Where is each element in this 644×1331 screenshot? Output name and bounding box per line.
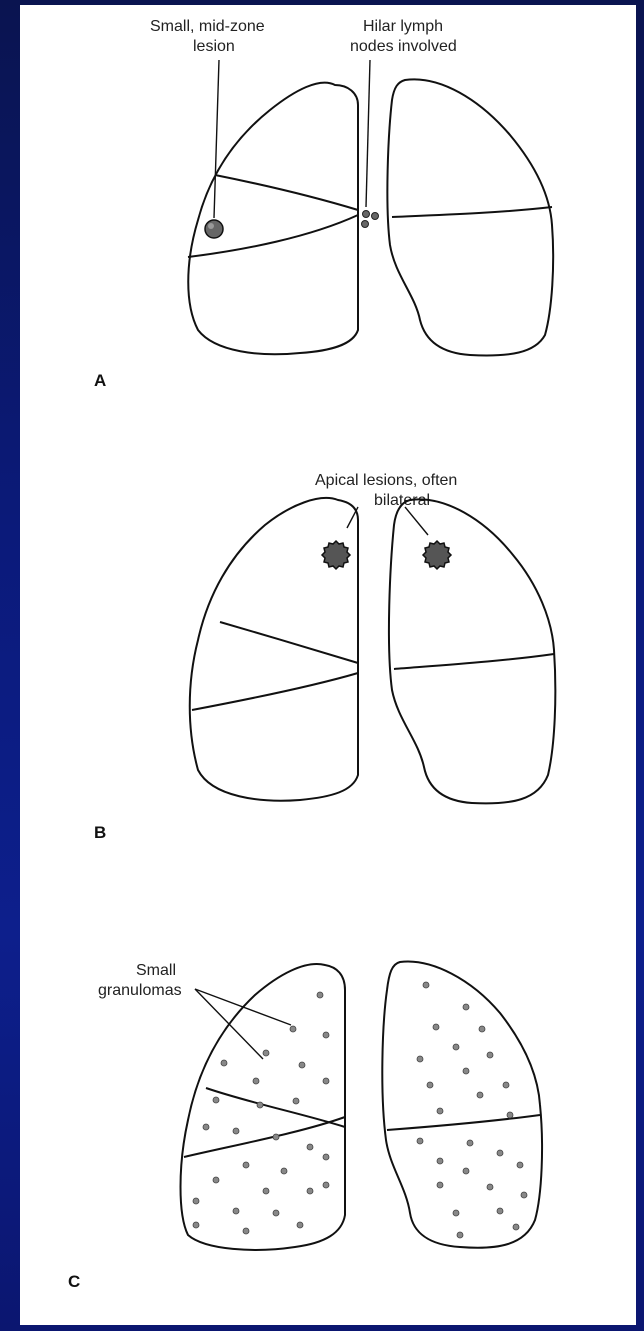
granuloma-dot-icon (433, 1024, 439, 1030)
panel-c-left-fissure-lower (184, 1117, 345, 1157)
granuloma-dot-icon (307, 1188, 313, 1194)
granuloma-dot-icon (427, 1082, 433, 1088)
granuloma-dot-icon (423, 982, 429, 988)
granuloma-dot-icon (457, 1232, 463, 1238)
granuloma-dot-icon (437, 1108, 443, 1114)
granuloma-dot-icon (487, 1184, 493, 1190)
panel-a-lungs (20, 5, 636, 405)
granuloma-dot-icon (213, 1097, 219, 1103)
panel-a-hilar-pointer (366, 60, 370, 207)
granuloma-dot-icon (507, 1112, 513, 1118)
panel-a-left-lung (188, 83, 358, 355)
granuloma-dot-icon (521, 1192, 527, 1198)
panel-c-pointer-lower (195, 989, 263, 1059)
granuloma-dot-icon (263, 1050, 269, 1056)
granuloma-dot-icon (467, 1140, 473, 1146)
granuloma-dot-icon (453, 1044, 459, 1050)
granuloma-dot-icon (463, 1068, 469, 1074)
granuloma-dot-icon (463, 1168, 469, 1174)
granuloma-dot-icon (243, 1162, 249, 1168)
panel-a-lesion-pointer (214, 60, 219, 218)
granuloma-dot-icon (317, 992, 323, 998)
granuloma-dot-icon (453, 1210, 459, 1216)
apical-lesion-icon (423, 541, 451, 569)
granuloma-dot-icon (479, 1026, 485, 1032)
panel-a-right-lung (387, 79, 553, 355)
granuloma-dot-icon (253, 1078, 259, 1084)
granuloma-dot-icon (297, 1222, 303, 1228)
granuloma-dot-icon (513, 1224, 519, 1230)
apical-lesion-icon (322, 541, 350, 569)
granuloma-dot-icon (281, 1168, 287, 1174)
granuloma-dot-icon (273, 1134, 279, 1140)
panel-c-right-lung (382, 962, 542, 1248)
granuloma-dot-icon (477, 1092, 483, 1098)
panel-a-left-fissure-upper (215, 175, 358, 210)
panel-b-letter: B (94, 823, 106, 843)
panel-c-lungs (20, 895, 636, 1315)
granuloma-dot-icon (293, 1098, 299, 1104)
granuloma-dot-icon (193, 982, 527, 1238)
granuloma-dot-icon (323, 1078, 329, 1084)
panel-b-right-fissure (394, 654, 554, 669)
granuloma-dot-icon (263, 1188, 269, 1194)
granuloma-dot-icon (233, 1128, 239, 1134)
panel-b-pointer-left (347, 507, 358, 528)
granuloma-dot-icon (437, 1158, 443, 1164)
granuloma-dot-icon (323, 1182, 329, 1188)
panel-b-pointer-right (405, 507, 428, 535)
granuloma-dot-icon (299, 1062, 305, 1068)
granuloma-dot-icon (497, 1150, 503, 1156)
granuloma-dot-icon (437, 1182, 443, 1188)
granuloma-dot-icon (417, 1138, 423, 1144)
panel-c-left-fissure-upper (206, 1088, 345, 1127)
panel-b-lungs (20, 425, 636, 845)
granuloma-dot-icon (193, 1222, 199, 1228)
granuloma-dot-icon (307, 1144, 313, 1150)
panel-b-left-fissure-lower (192, 673, 358, 710)
panel-c-letter: C (68, 1272, 80, 1292)
granuloma-dot-icon (193, 1198, 199, 1204)
panel-c-right-fissure (387, 1115, 540, 1130)
granuloma-dot-icon (203, 1124, 209, 1130)
granuloma-dot-icon (221, 1060, 227, 1066)
panel-a-letter: A (94, 371, 106, 391)
granuloma-dot-icon (243, 1228, 249, 1234)
granuloma-dot-icon (257, 1102, 263, 1108)
granuloma-dot-icon (497, 1208, 503, 1214)
granuloma-dot-icon (487, 1052, 493, 1058)
diagram-sheet: Small, mid-zone lesion Hilar lymph nodes… (20, 5, 636, 1325)
granuloma-dot-icon (273, 1210, 279, 1216)
panel-a-right-fissure (392, 207, 552, 217)
granuloma-dot-icon (290, 1026, 296, 1032)
granuloma-dot-icon (323, 1154, 329, 1160)
panel-c-pointer-upper (195, 989, 291, 1025)
granuloma-dot-icon (517, 1162, 523, 1168)
lesion-dot-icon (205, 220, 223, 238)
granuloma-dot-icon (323, 1032, 329, 1038)
granuloma-dot-icon (233, 1208, 239, 1214)
panel-b-right-lung (389, 499, 555, 803)
granuloma-dot-icon (213, 1177, 219, 1183)
granuloma-dot-icon (463, 1004, 469, 1010)
granuloma-dot-icon (417, 1056, 423, 1062)
panel-b-left-fissure-upper (220, 622, 358, 663)
lymph-node-icon (362, 211, 379, 228)
granuloma-dot-icon (503, 1082, 509, 1088)
